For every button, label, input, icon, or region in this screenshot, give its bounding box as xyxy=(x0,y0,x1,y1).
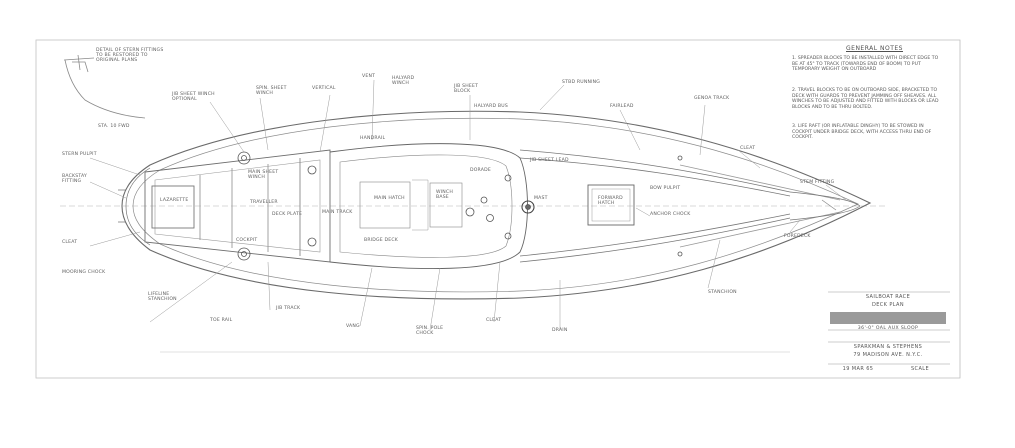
label-toe-rail: TOE RAIL xyxy=(210,318,233,323)
label-genoa-track: GENOA TRACK xyxy=(694,96,730,101)
bow-pulpit xyxy=(789,191,861,221)
label-spin-pole: SPIN. POLE CHOCK xyxy=(416,326,444,337)
label-jib-track: JIB TRACK xyxy=(276,306,301,311)
title-line-7: SCALE xyxy=(910,366,930,372)
sheet-border xyxy=(35,39,961,379)
label-cleat: CLEAT xyxy=(62,240,78,245)
label-lifeline: LIFELINE STANCHION xyxy=(148,292,177,303)
title-block-shaded-band xyxy=(830,312,946,324)
label-vang: VANG xyxy=(346,324,360,329)
label-cockpit: COCKPIT xyxy=(236,238,258,243)
label-stem-fitting: STEM FITTING xyxy=(800,180,835,185)
title-line-4: SPARKMAN & STEPHENS xyxy=(853,344,923,350)
label-main-sheet: MAIN SHEET WINCH xyxy=(248,170,279,181)
label-winch-base: WINCH BASE xyxy=(436,190,453,201)
label-cleat-stbd: CLEAT xyxy=(740,146,756,151)
hull-outline xyxy=(121,110,872,300)
note-2: 2. TRAVEL BLOCKS TO BE ON OUTBOARD SIDE,… xyxy=(792,88,939,110)
label-mooring-chock: MOORING CHOCK xyxy=(62,270,106,275)
label-halyard-winch: HALYARD WINCH xyxy=(392,76,415,87)
label-vent: VENT xyxy=(362,74,376,79)
label-stbd-running: STBD RUNNING xyxy=(562,80,601,85)
title-line-6: 19 MAR 65 xyxy=(842,366,874,372)
title-line-2: DECK PLAN xyxy=(871,302,905,308)
cockpit-cabin xyxy=(144,143,528,270)
label-fairlead: FAIRLEAD xyxy=(610,104,634,109)
label-main-track: MAIN TRACK xyxy=(322,210,353,215)
label-bow-pulpit: BOW PULPIT xyxy=(650,186,681,191)
label-mast: MAST xyxy=(534,196,548,201)
label-sta-fwd: STA. 10 FWD xyxy=(98,124,130,129)
label-stern-pulpit: STERN PULPIT xyxy=(62,152,97,157)
label-bow-detail: DETAIL OF STERN FITTINGS TO BE RESTORED … xyxy=(96,48,164,64)
label-handrail: HANDRAIL xyxy=(360,136,386,141)
title-line-5: 79 MADISON AVE. N.Y.C. xyxy=(853,352,923,358)
label-anchor-chock: ANCHOR CHOCK xyxy=(650,212,691,217)
label-foredeck: FOREDECK xyxy=(784,234,811,239)
stern-detail-sketch xyxy=(63,54,146,119)
note-3: 3. LIFE RAFT (OR INFLATABLE DINGHY) TO B… xyxy=(792,124,932,141)
label-port-cleat: CLEAT xyxy=(486,318,502,323)
leader-lines xyxy=(89,79,847,331)
label-forward-hatch: FORWARD HATCH xyxy=(598,196,623,207)
label-deck-plate: DECK PLATE xyxy=(272,212,303,217)
label-main-hatch: MAIN HATCH xyxy=(374,196,405,201)
toe-rails xyxy=(519,149,841,263)
note-1: 1. SPREADER BLOCKS TO BE INSTALLED WITH … xyxy=(792,56,939,73)
label-spin-sheet: SPIN. SHEET WINCH xyxy=(256,86,287,97)
label-lazarette: LAZARETTE xyxy=(160,198,189,203)
label-backstay: BACKSTAY FITTING xyxy=(62,174,87,185)
label-stanchion: STANCHION xyxy=(708,290,737,295)
title-block-frame xyxy=(160,291,950,365)
forward-hatch xyxy=(587,184,635,226)
label-drain: DRAIN xyxy=(552,328,568,333)
label-traveller: TRAVELLER xyxy=(250,200,278,205)
label-vertical: VERTICAL xyxy=(312,86,336,91)
general-notes-title: GENERAL NOTES xyxy=(846,45,903,52)
label-jib-sheet-lead: JIB SHEET LEAD xyxy=(530,158,569,163)
title-line-1: SAILBOAT RACE xyxy=(865,294,911,300)
title-line-3: 36'-0" OAL AUX SLOOP xyxy=(857,326,919,331)
label-dorade: DORADE xyxy=(470,168,491,173)
label-halyard-bus: HALYARD BUS xyxy=(474,104,508,109)
deck-fittings xyxy=(237,151,683,261)
label-jib-sheet-winch: JIB SHEET WINCH OPTIONAL xyxy=(172,92,215,103)
stern-pulpit xyxy=(118,167,151,246)
label-bridge-deck: BRIDGE DECK xyxy=(364,238,399,243)
label-jib-sheet-top: JIB SHEET BLOCK xyxy=(454,84,479,95)
